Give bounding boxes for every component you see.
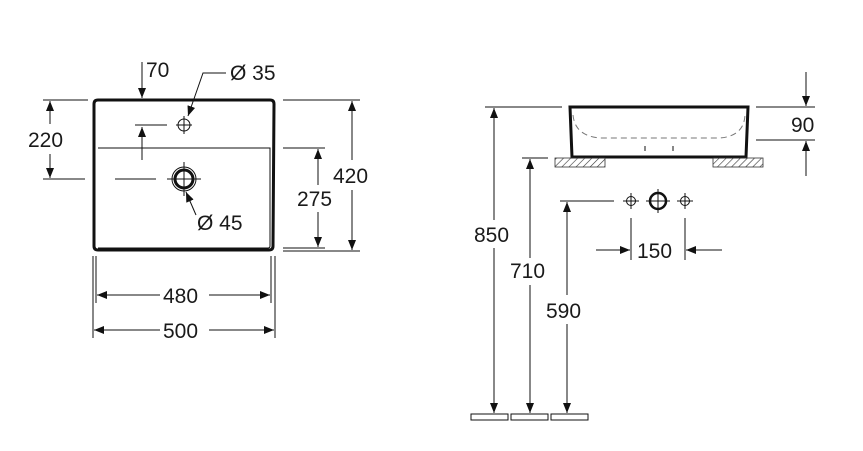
dim-waste-hole: Ø 45 (197, 212, 243, 235)
top-view: 70 Ø 35 Ø 45 220 275 420 (28, 59, 368, 343)
side-view: 90 850 710 590 (470, 72, 815, 421)
dim-supply-height: 590 (546, 300, 581, 323)
basin-outline (92, 98, 276, 252)
dim-total-width: 500 (163, 320, 198, 343)
dim-total-depth: 420 (333, 165, 368, 188)
dim-depth-to-waste: 220 (28, 129, 63, 152)
countertop-left (554, 157, 606, 168)
floor-block (470, 413, 509, 421)
tap-hole-icon (176, 116, 192, 134)
waste-hole-icon (167, 162, 201, 196)
supply-left-icon (623, 193, 639, 209)
waste-connection-icon (646, 189, 670, 213)
dim-inner-width: 480 (163, 285, 198, 308)
dim-tap-offset: 70 (146, 59, 169, 82)
countertop-right (712, 157, 764, 168)
floor-block (550, 413, 589, 421)
floor-block (510, 413, 549, 421)
basin-profile (568, 105, 750, 159)
dim-rim-height: 850 (474, 224, 509, 247)
supply-right-icon (677, 193, 693, 209)
dim-inner-basin-depth: 275 (297, 188, 332, 211)
dim-height: 90 (791, 114, 814, 137)
basin-inner-outline (98, 147, 271, 249)
dim-counter-height: 710 (510, 260, 545, 283)
dim-tap-hole: Ø 35 (230, 62, 276, 85)
dim-supply-spacing: 150 (637, 240, 672, 263)
